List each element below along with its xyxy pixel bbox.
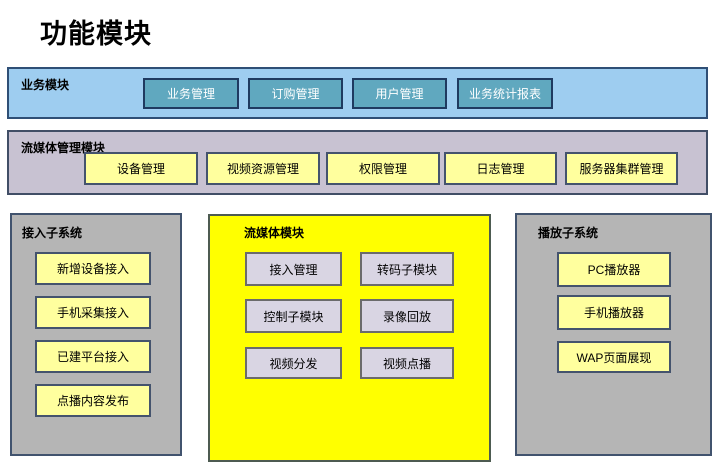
mobile-capture-access-box: 手机采集接入 <box>35 296 151 329</box>
log-management-box: 日志管理 <box>444 152 557 185</box>
user-management-box: 用户管理 <box>352 78 447 109</box>
access-management-box: 接入管理 <box>245 252 342 286</box>
business-module-label: 业务模块 <box>21 78 70 92</box>
recording-playback-box: 录像回放 <box>360 299 454 333</box>
existing-platform-access-box: 已建平台接入 <box>35 340 151 373</box>
server-cluster-management-box: 服务器集群管理 <box>565 152 678 185</box>
wap-page-display-box: WAP页面展现 <box>557 341 671 373</box>
streaming-media-panel: 流媒体模块 接入管理 转码子模块 控制子模块 录像回放 视频分发 视频点播 <box>208 214 491 462</box>
player-subsystem-label: 播放子系统 <box>538 226 599 240</box>
video-distribution-box: 视频分发 <box>245 347 342 379</box>
control-submodule-box: 控制子模块 <box>245 299 342 333</box>
business-management-box: 业务管理 <box>143 78 239 109</box>
streaming-media-mgmt-band: 流媒体管理模块 设备管理 视频资源管理 权限管理 日志管理 服务器集群管理 <box>7 130 708 195</box>
player-subsystem-panel: 播放子系统 PC播放器 手机播放器 WAP页面展现 <box>515 213 712 456</box>
video-resource-management-box: 视频资源管理 <box>206 152 320 185</box>
vod-content-publish-box: 点播内容发布 <box>35 384 151 417</box>
transcode-submodule-box: 转码子模块 <box>360 252 454 286</box>
order-management-box: 订购管理 <box>248 78 343 109</box>
page-title: 功能模块 <box>40 19 152 49</box>
streaming-media-mgmt-label: 流媒体管理模块 <box>21 141 106 155</box>
mobile-player-box: 手机播放器 <box>557 295 671 330</box>
streaming-media-label: 流媒体模块 <box>244 226 305 240</box>
new-device-access-box: 新增设备接入 <box>35 252 151 285</box>
access-subsystem-panel: 接入子系统 新增设备接入 手机采集接入 已建平台接入 点播内容发布 <box>10 213 182 456</box>
pc-player-box: PC播放器 <box>557 252 671 287</box>
video-on-demand-box: 视频点播 <box>360 347 454 379</box>
access-subsystem-label: 接入子系统 <box>22 226 83 240</box>
permission-management-box: 权限管理 <box>326 152 440 185</box>
business-statistics-report-box: 业务统计报表 <box>457 78 553 109</box>
device-management-box: 设备管理 <box>84 152 198 185</box>
business-module-band: 业务模块 业务管理 订购管理 用户管理 业务统计报表 <box>7 67 708 119</box>
